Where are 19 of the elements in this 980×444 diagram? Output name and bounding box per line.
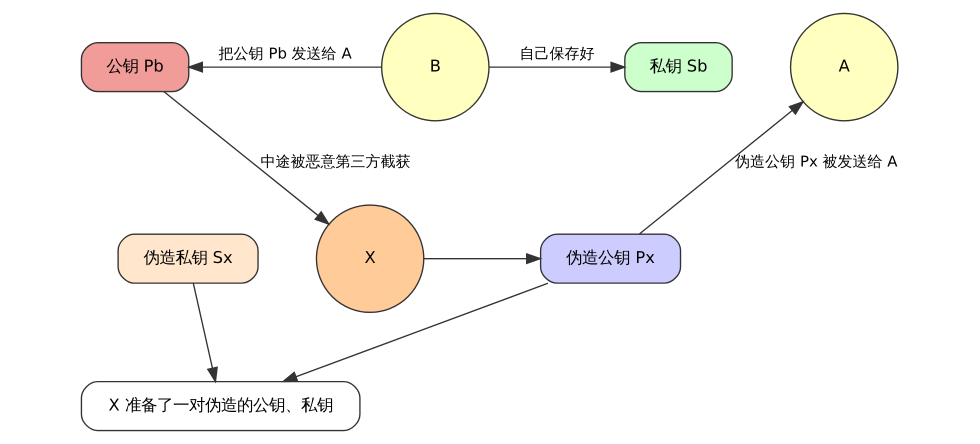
node-box: 公钥 Pb <box>80 42 190 92</box>
node-circle: B <box>380 12 490 122</box>
arrow <box>638 100 805 235</box>
arrow <box>163 91 330 226</box>
arrow <box>489 61 627 73</box>
node-circle: A <box>790 12 899 122</box>
edge-label: 伪造公钥 Px 被发送给 A <box>735 152 898 171</box>
arrow <box>186 61 382 73</box>
arrow <box>192 283 218 384</box>
edge-label: 中途被恶意第三方截获 <box>260 152 410 171</box>
node-box: X 准备了一对伪造的公钥、私钥 <box>80 380 361 432</box>
node-circle: X <box>316 204 424 314</box>
node-box: 伪造公钥 Px <box>540 234 682 284</box>
edge-label: 把公钥 Pb 发送给 A <box>218 44 352 63</box>
node-box: 伪造私钥 Sx <box>117 234 259 284</box>
arrow <box>424 252 542 264</box>
edge-label: 自己保存好 <box>519 44 594 63</box>
arrow <box>281 282 548 382</box>
node-box: 私钥 Sb <box>624 42 733 92</box>
